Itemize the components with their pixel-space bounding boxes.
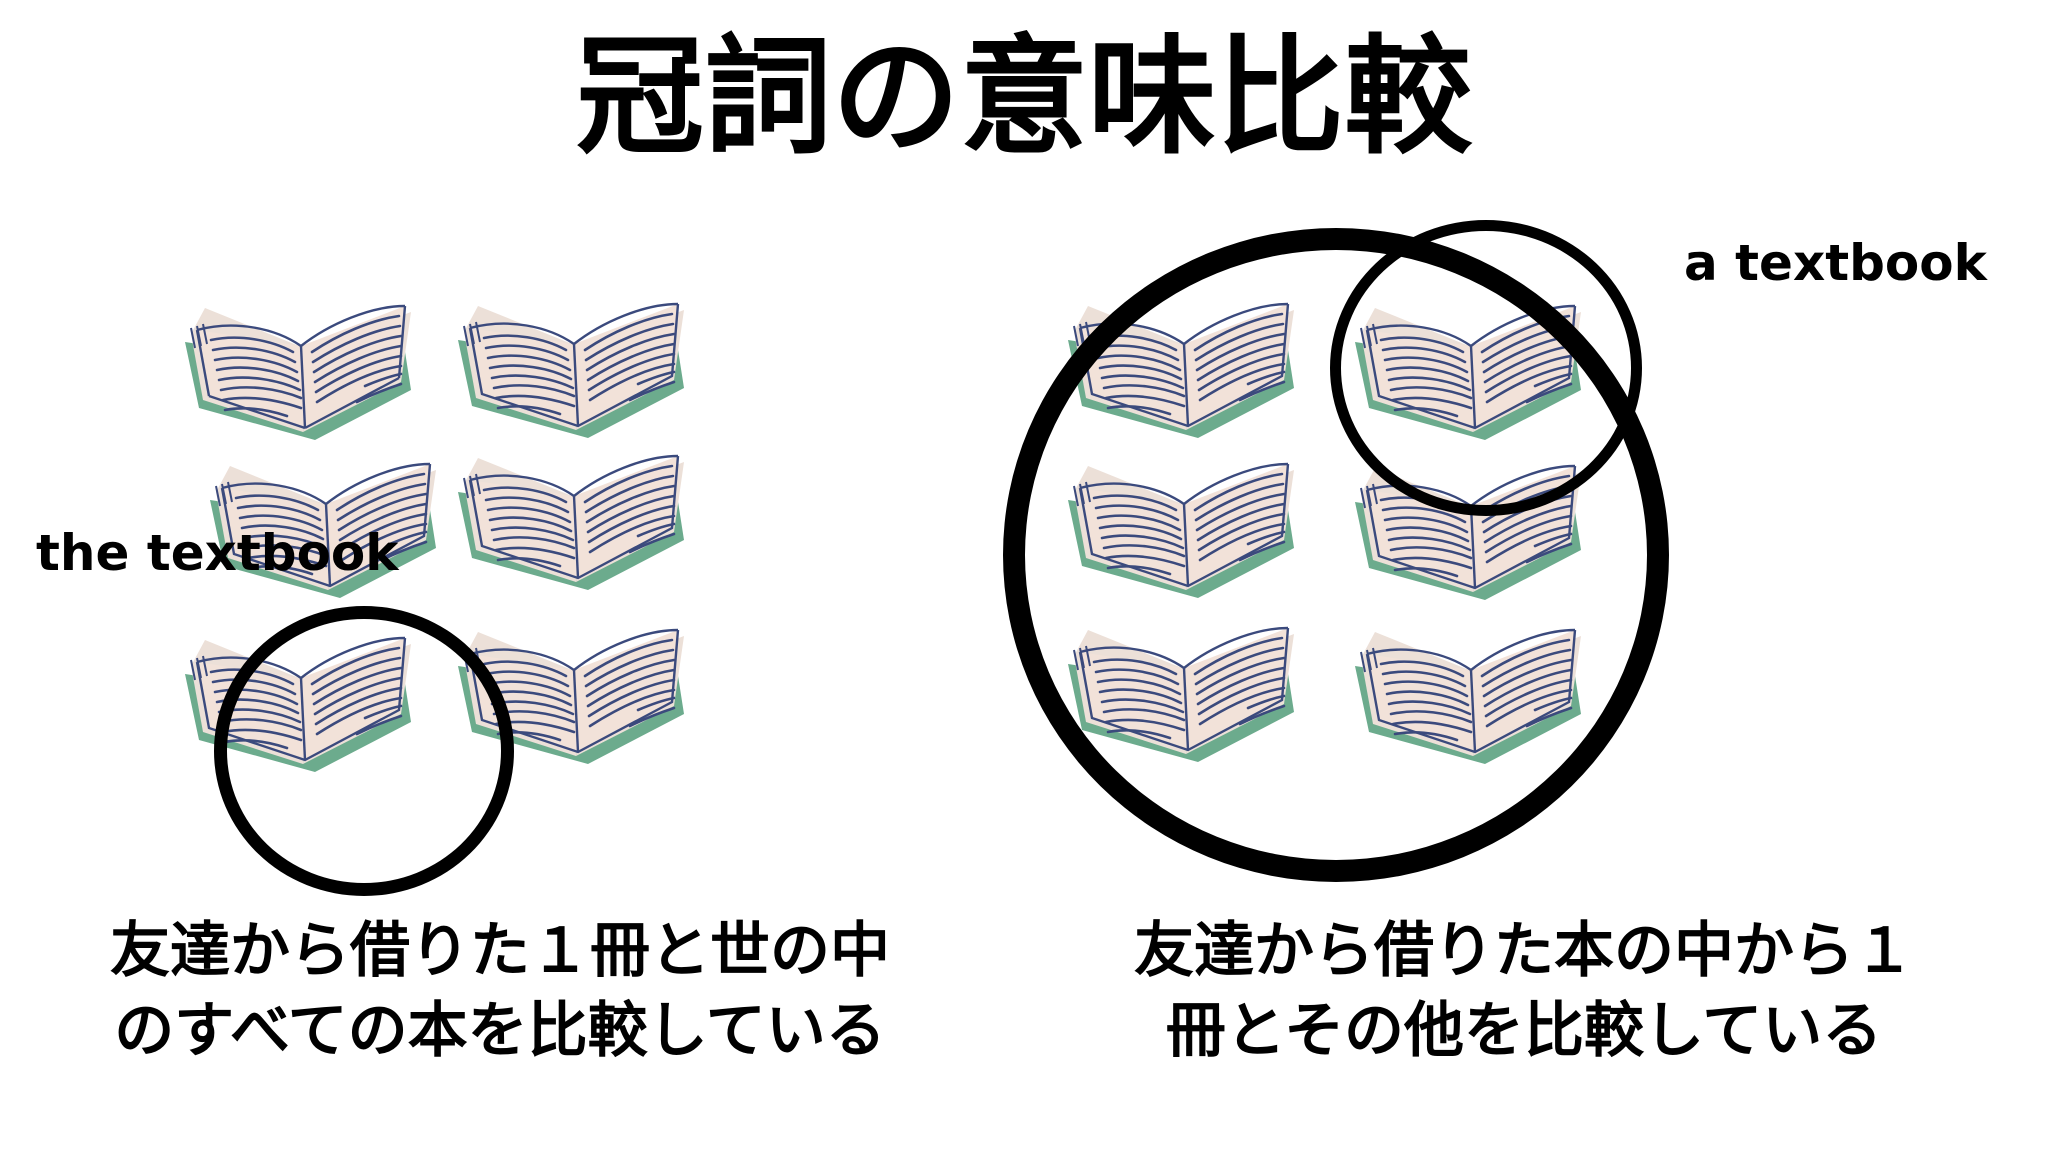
- circle-highlight-the-textbook: [214, 606, 514, 896]
- circle-highlight-a-textbook: [1330, 220, 1642, 516]
- open-book-icon: [448, 440, 698, 605]
- caption-right: 友達から借りた本の中から１ 冊とその他を比較している: [1020, 912, 2028, 1072]
- open-book-icon: [448, 288, 698, 453]
- open-book-icon: [175, 290, 425, 455]
- caption-left-line-2: のすべての本を比較している: [114, 995, 886, 1066]
- open-book-icon: [200, 448, 450, 613]
- caption-left-line-1: 友達から借りた１冊と世の中: [110, 916, 890, 986]
- label-the-textbook: the textbook: [36, 524, 399, 582]
- open-book-icon: [448, 614, 698, 779]
- caption-left: 友達から借りた１冊と世の中 のすべての本を比較している: [20, 912, 980, 1072]
- page-title: 冠詞の意味比較: [575, 23, 1472, 172]
- caption-right-line-2: 冊とその他を比較している: [1165, 995, 1883, 1066]
- label-a-textbook: a textbook: [1684, 234, 1987, 292]
- caption-right-line-1: 友達から借りた本の中から１: [1134, 916, 1914, 986]
